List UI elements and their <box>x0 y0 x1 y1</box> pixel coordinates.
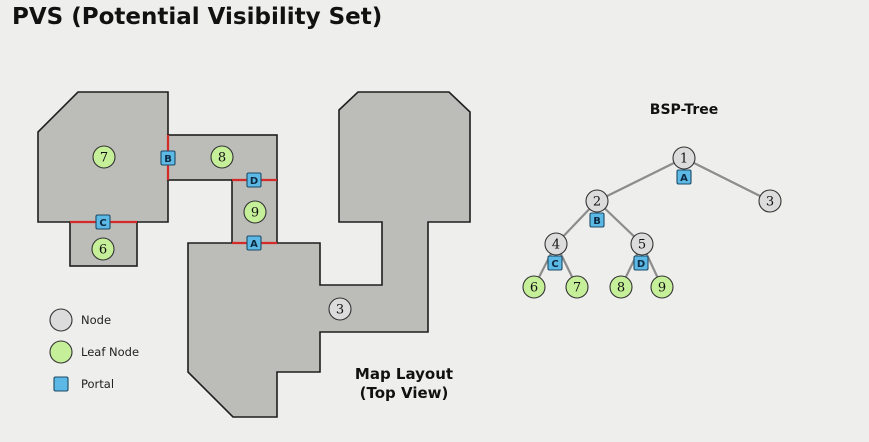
svg-text:C: C <box>99 218 106 229</box>
map-portal-c: C <box>95 214 111 230</box>
svg-text:A: A <box>250 239 258 250</box>
legend-leaf-item: Leaf Node <box>49 340 139 364</box>
legend-portal-item: Portal <box>53 376 114 392</box>
svg-text:9: 9 <box>658 281 666 296</box>
tree-portal-d: D <box>633 255 649 271</box>
svg-text:A: A <box>680 173 688 184</box>
legend-node-item: Node <box>49 308 111 332</box>
svg-text:8: 8 <box>218 151 226 166</box>
tree-leaf-9: 9 <box>650 275 674 299</box>
svg-text:7: 7 <box>100 151 108 166</box>
bsp-tree: BSP-Tree 1 2 3 <box>522 102 782 299</box>
legend-node-label: Node <box>81 313 111 327</box>
svg-text:C: C <box>551 259 558 270</box>
room-3 <box>187 91 471 418</box>
map-layout: 7 8 9 6 3 B <box>37 91 471 418</box>
svg-text:4: 4 <box>552 238 560 253</box>
svg-text:7: 7 <box>573 281 581 296</box>
svg-text:1: 1 <box>680 152 688 167</box>
svg-text:9: 9 <box>251 206 259 221</box>
map-leaf-9: 9 <box>243 200 267 224</box>
map-portal-b: B <box>160 150 176 166</box>
tree-node-3: 3 <box>758 189 782 213</box>
svg-text:5: 5 <box>638 238 646 253</box>
svg-text:3: 3 <box>766 195 774 210</box>
svg-text:D: D <box>637 259 645 270</box>
tree-node-4: 4 <box>544 232 568 256</box>
tree-node-5: 5 <box>630 232 654 256</box>
legend-leaf-label: Leaf Node <box>81 345 139 359</box>
legend-node-icon <box>49 308 73 332</box>
svg-text:8: 8 <box>617 281 625 296</box>
legend-leaf-icon <box>49 340 73 364</box>
tree-portal-a: A <box>676 169 692 185</box>
svg-text:2: 2 <box>593 195 601 210</box>
svg-text:B: B <box>164 154 172 165</box>
svg-text:B: B <box>593 216 601 227</box>
map-caption-line2: (Top View) <box>360 384 449 402</box>
tree-node-1: 1 <box>672 146 696 170</box>
map-leaf-7: 7 <box>92 145 116 169</box>
legend: Node Leaf Node Portal <box>49 308 139 392</box>
bsp-tree-title: BSP-Tree <box>650 102 718 118</box>
tree-edge-1-2 <box>596 157 685 202</box>
tree-portal-c: C <box>547 255 563 271</box>
tree-leaf-8: 8 <box>609 275 633 299</box>
map-portal-d: D <box>246 172 262 188</box>
map-leaf-6: 6 <box>91 237 115 261</box>
tree-leaf-7: 7 <box>565 275 589 299</box>
svg-text:6: 6 <box>99 243 107 258</box>
map-caption-line1: Map Layout <box>355 365 453 383</box>
tree-portal-b: B <box>589 212 605 228</box>
map-leaf-8: 8 <box>210 145 234 169</box>
tree-leaf-6: 6 <box>522 275 546 299</box>
svg-text:D: D <box>250 176 258 187</box>
map-portal-a: A <box>246 235 262 251</box>
tree-node-2: 2 <box>585 189 609 213</box>
legend-portal-icon <box>53 376 69 392</box>
slide-title: PVS (Potential Visibility Set) <box>12 4 383 30</box>
tree-edge-1-3 <box>683 157 771 202</box>
svg-text:3: 3 <box>336 303 344 318</box>
map-node-3: 3 <box>328 297 352 321</box>
svg-text:6: 6 <box>530 281 538 296</box>
legend-portal-label: Portal <box>81 377 114 391</box>
